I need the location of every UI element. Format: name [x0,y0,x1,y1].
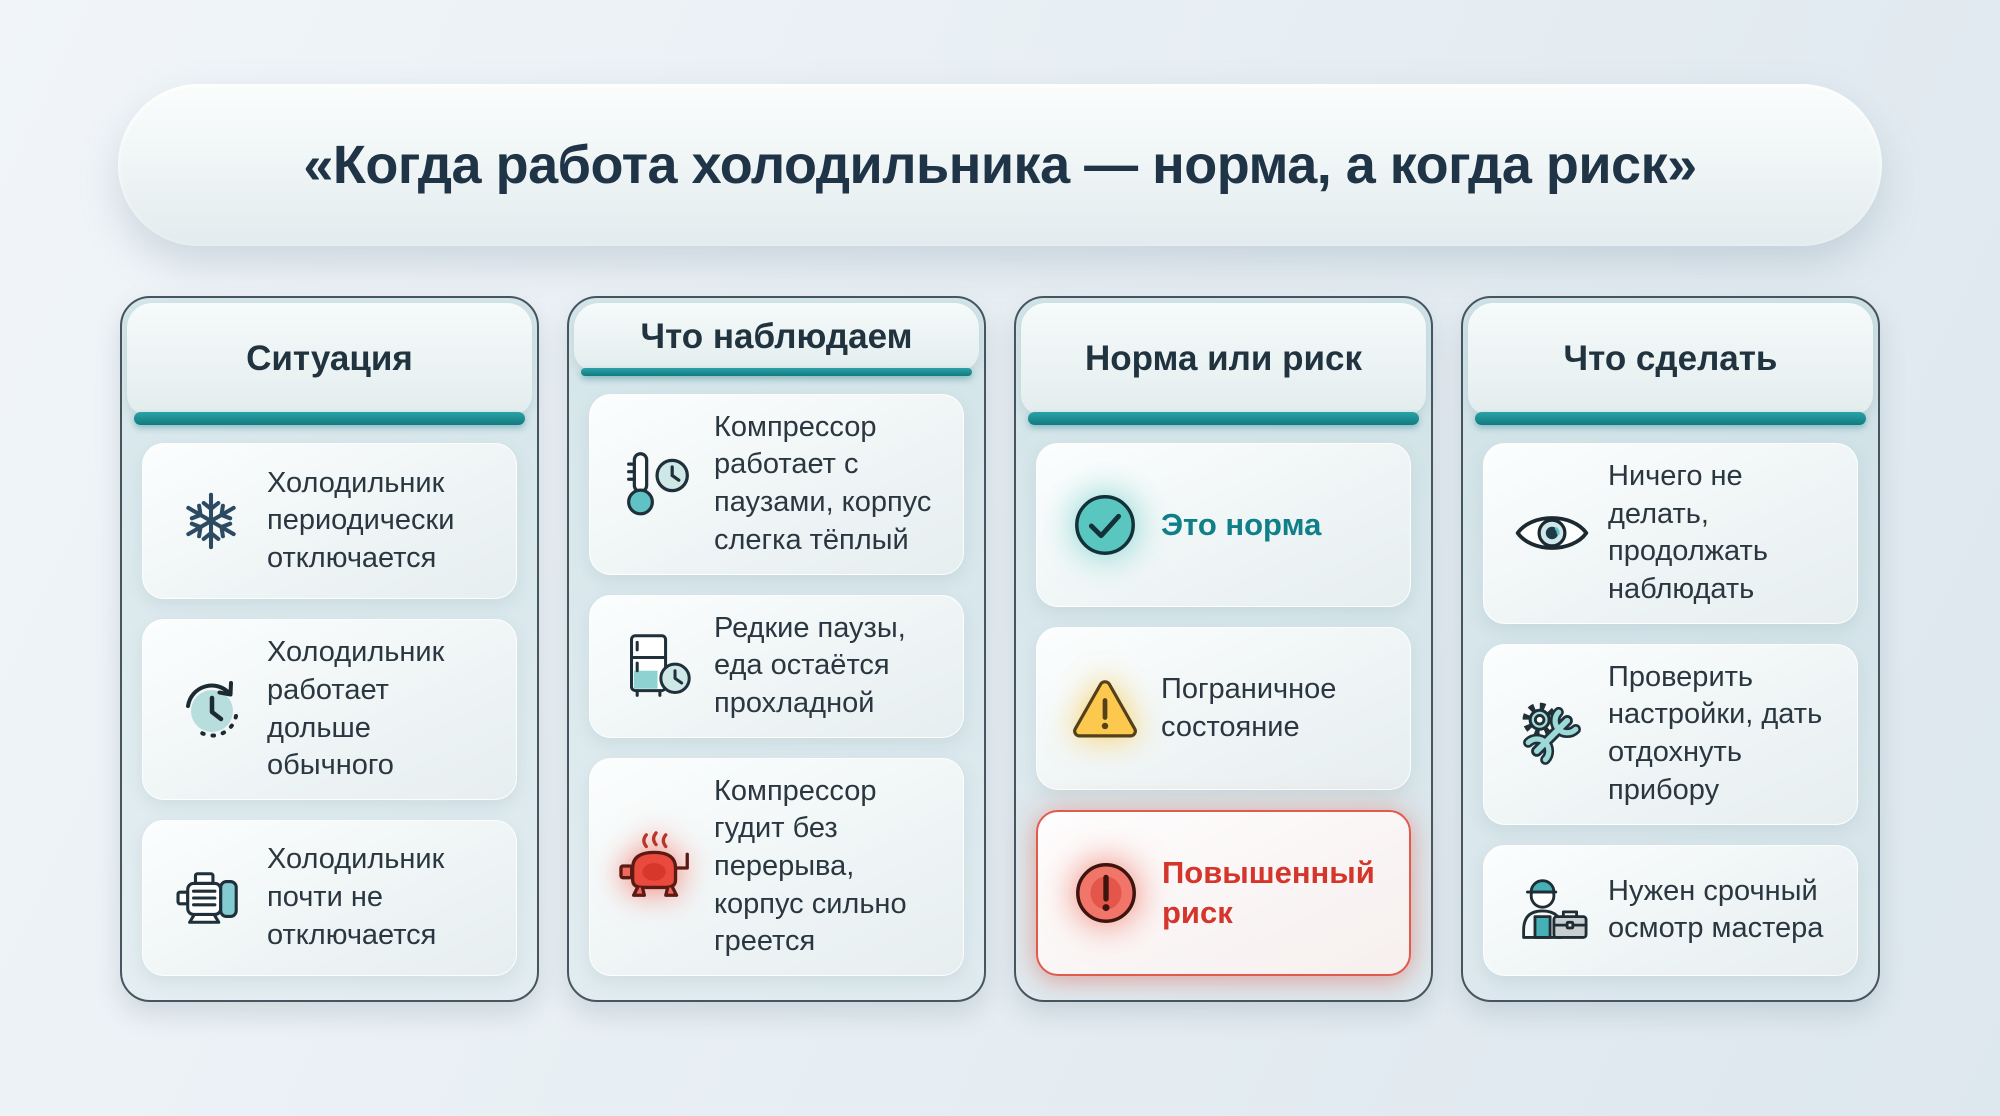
column-body: Компрессор работает с паузами, корпус сл… [569,376,984,1000]
column-situation: Ситуация [120,296,539,1002]
technician-icon [1504,875,1600,945]
card-text: Холодильник почти не отключается [267,843,445,951]
card-text: Нужен срочный осмотр мастера [1608,874,1824,945]
alert-circle-icon [1058,858,1154,928]
card-text: Компрессор гудит без перерыва, корпус си… [714,774,907,958]
card-text: Редкие паузы, еда остаётся прохладной [714,611,906,719]
card-action-2: Проверить настройки, дать отдохнуть приб… [1483,643,1858,825]
column-header-label: Норма или риск [1084,339,1363,378]
card-observation-1: Компрессор работает с паузами, корпус сл… [589,393,964,575]
card-action-1: Ничего не делать, продолжать наблюдать [1483,443,1858,624]
column-header-observation: Что наблюдаем [574,303,979,371]
column-body: Ничего не делать, продолжать наблюдать [1463,425,1878,1000]
eye-icon [1504,505,1600,561]
card-action-3: Нужен срочный осмотр мастера [1483,844,1858,976]
column-header-verdict: Норма или риск [1021,303,1426,415]
card-text: Проверить настройки, дать отдохнуть приб… [1608,660,1823,806]
card-text: Ничего не делать, продолжать наблюдать [1608,460,1768,606]
column-header-label: Ситуация [246,339,413,378]
warning-triangle-icon [1057,676,1153,742]
column-observation: Что наблюдаем [567,296,986,1002]
column-header-label: Что наблюдаем [640,316,913,356]
column-header-action: Что сделать [1468,303,1873,415]
header-accent-bar [134,412,525,425]
check-circle-icon [1057,490,1153,560]
card-situation-3: Холодильник почти не отключается [142,819,517,976]
compressor-motor-icon [163,866,259,930]
card-situation-1: Холодильник периодически отключается [142,443,517,600]
column-body: Холодильник периодически отключается Хол… [122,425,537,1000]
card-situation-2: Холодильник работает дольше обычного [142,619,517,800]
card-observation-3: Компрессор гудит без перерыва, корпус си… [589,757,964,976]
status-label-norm: Это норма [1161,506,1322,542]
header-accent-bar [1028,412,1419,425]
card-text: Холодильник периодически отключается [267,466,455,574]
column-body: Это норма Пограничное состояние [1016,425,1431,1000]
card-verdict-borderline: Пограничное состояние [1036,626,1411,791]
header-accent-bar [1475,412,1866,425]
clock-cycle-icon [163,674,259,746]
settings-wrench-icon [1504,696,1600,772]
card-text: Компрессор работает с паузами, корпус сл… [714,410,932,556]
snowflake-icon [163,490,259,552]
card-verdict-norm: Это норма [1036,443,1411,607]
column-action: Что сделать Ничего не делать, продолжать… [1461,296,1880,1002]
fridge-clock-icon [610,631,706,701]
column-header-label: Что сделать [1563,339,1778,378]
card-verdict-risk: Повышенный риск [1036,810,1411,977]
title-banner: «Когда работа холодильника — норма, а ко… [118,84,1882,246]
page-title: «Когда работа холодильника — норма, а ко… [303,135,1697,195]
status-label-risk: Повышенный риск [1162,854,1375,931]
column-header-situation: Ситуация [127,303,532,415]
card-observation-2: Редкие паузы, еда остаётся прохладной [589,594,964,738]
card-text: Холодильник работает дольше обычного [267,636,445,782]
status-label-borderline: Пограничное состояние [1161,672,1337,743]
hot-compressor-icon [610,829,706,905]
column-verdict: Норма или риск Это норма [1014,296,1433,1002]
table-columns: Ситуация [120,296,1880,1002]
header-accent-bar [581,367,972,376]
thermometer-clock-icon [610,449,706,519]
